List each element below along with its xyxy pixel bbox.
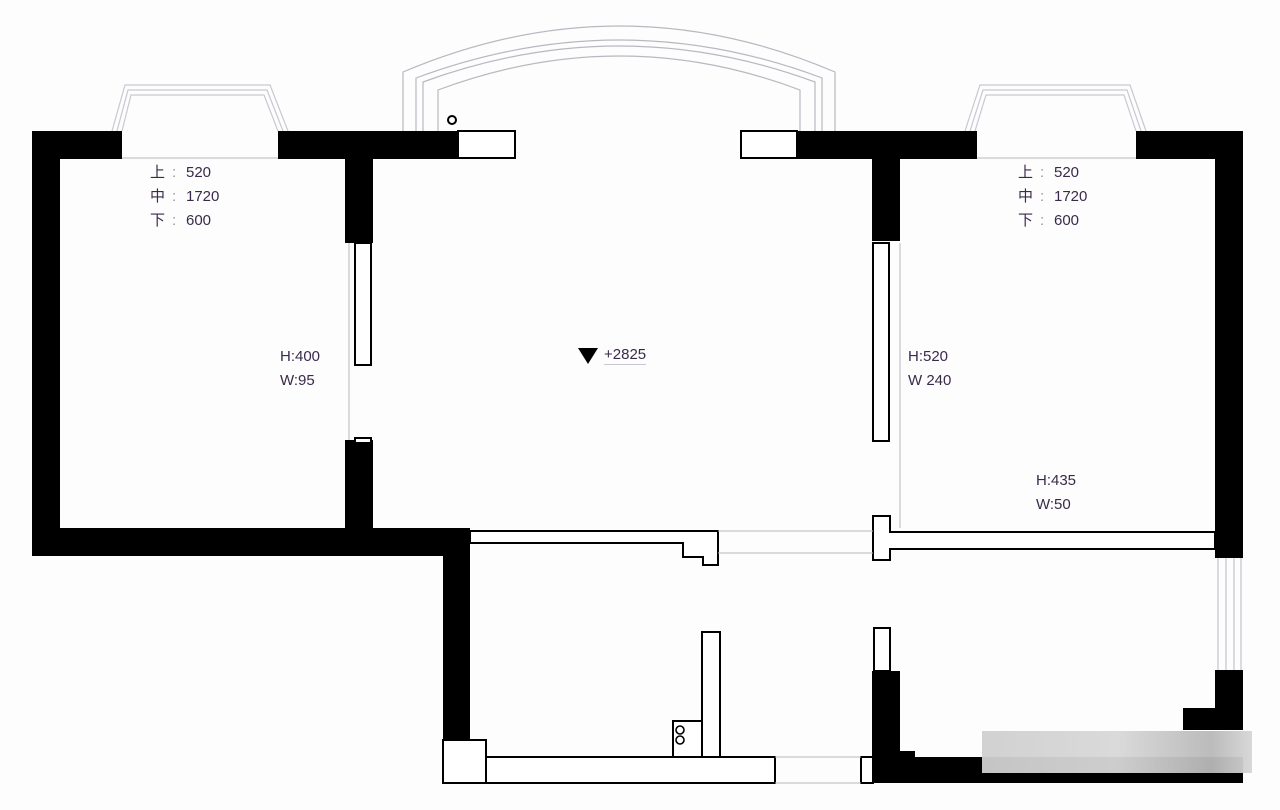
right-window-heights: 上:520 中:1720 下:600 bbox=[1018, 161, 1087, 233]
left-window-heights: 上:520 中:1720 下:600 bbox=[150, 161, 219, 233]
right-corridor-wall bbox=[872, 515, 1216, 561]
value-top: 520 bbox=[186, 164, 212, 181]
living-wall-stub-left bbox=[457, 130, 516, 159]
left-door-panel bbox=[354, 242, 372, 366]
label-mid: 中 bbox=[150, 188, 166, 205]
opening-height: H:435 bbox=[1036, 472, 1077, 489]
door-height: H:400 bbox=[280, 348, 321, 365]
label-bot: 下 bbox=[1018, 212, 1034, 229]
opening-width: W:50 bbox=[1036, 496, 1071, 513]
label-bot: 下 bbox=[150, 212, 166, 229]
value-bot: 600 bbox=[1054, 212, 1080, 229]
label-top: 上 bbox=[1018, 164, 1034, 181]
value-mid: 1720 bbox=[1054, 188, 1088, 205]
left-door-dimensions: H:400 W:95 bbox=[280, 345, 320, 393]
door-height: H:520 bbox=[908, 348, 949, 365]
label-top: 上 bbox=[150, 164, 166, 181]
arched-bay-window bbox=[402, 25, 836, 131]
right-opening-dimensions: H:435 W:50 bbox=[1036, 469, 1076, 517]
watermark-overlay bbox=[982, 731, 1252, 773]
label-mid: 中 bbox=[1018, 188, 1034, 205]
door-width: W:95 bbox=[280, 372, 315, 389]
kitchen-partition bbox=[701, 631, 721, 758]
value-top: 520 bbox=[1054, 164, 1080, 181]
right-bay-window bbox=[964, 84, 1147, 132]
right-door-dimensions: H:520 W 240 bbox=[908, 345, 951, 393]
elevation-marker-icon bbox=[578, 347, 598, 364]
left-bay-window bbox=[111, 84, 289, 132]
pipe-icon bbox=[447, 115, 457, 125]
kitchen-counter bbox=[469, 530, 719, 566]
value-bot: 600 bbox=[186, 212, 212, 229]
wall-outlines bbox=[354, 130, 1216, 784]
right-door-panel bbox=[872, 242, 890, 442]
living-wall-stub-right bbox=[740, 130, 798, 159]
window-lines bbox=[122, 157, 1242, 784]
elevation-marker: +2825 bbox=[578, 346, 647, 365]
value-mid: 1720 bbox=[186, 188, 220, 205]
elevation-value: +2825 bbox=[604, 346, 647, 365]
door-width: W 240 bbox=[908, 372, 952, 389]
gas-meter-icon bbox=[675, 725, 685, 745]
